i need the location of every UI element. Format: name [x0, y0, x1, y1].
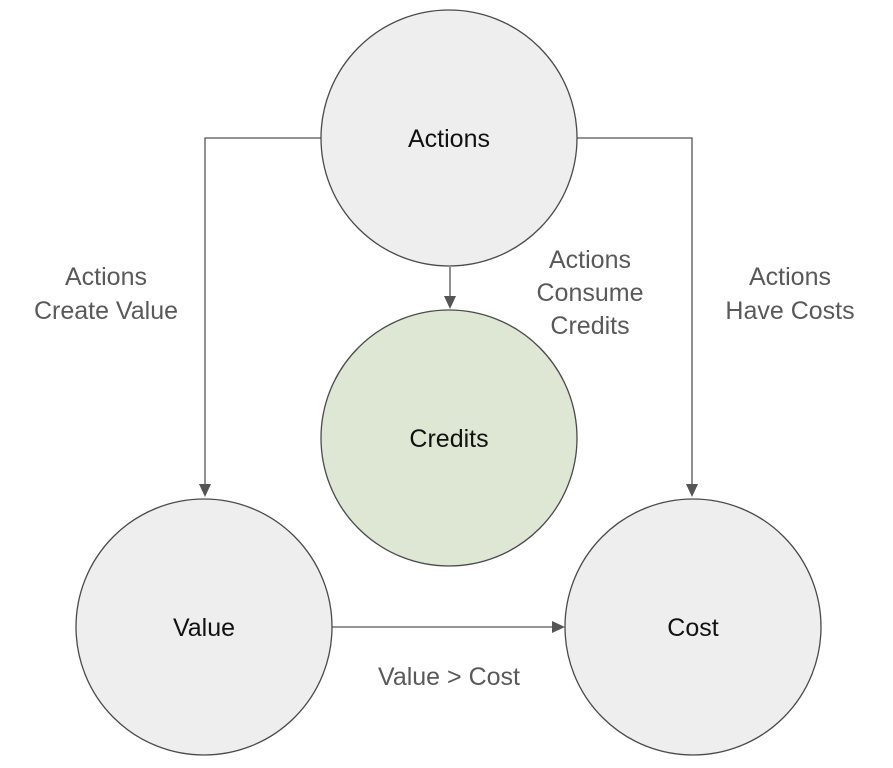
edge-label-line: Actions — [549, 246, 631, 274]
edge-label-line: Actions — [749, 263, 831, 291]
edge-label-value-gt-cost: Value > Cost — [378, 663, 520, 691]
connector-actions-to-cost — [577, 137, 693, 484]
edge-label-consume-credits: Actions Consume Credits — [537, 246, 644, 340]
edge-label-line: Credits — [550, 312, 629, 340]
value-label: Value — [173, 614, 235, 642]
node-cost: Cost — [564, 498, 822, 756]
edge-label-create-value: Actions Create Value — [34, 263, 178, 325]
actions-circle — [320, 9, 578, 267]
edge-label-line: Create Value — [34, 297, 178, 325]
cost-circle — [564, 498, 822, 756]
arrowhead-credits — [444, 296, 456, 309]
edge-label-line: Have Costs — [725, 297, 854, 325]
edge-label-line: Actions — [65, 263, 147, 291]
credits-circle — [320, 309, 578, 567]
edge-label-line: Consume — [537, 279, 644, 307]
arrowhead-cost — [686, 484, 698, 497]
edge-label-have-costs: Actions Have Costs — [725, 263, 854, 325]
node-value: Value — [75, 498, 333, 756]
actions-label: Actions — [408, 125, 490, 153]
connector-actions-to-value — [204, 137, 322, 484]
arrowhead-cost-from-value — [552, 621, 565, 633]
value-circle — [75, 498, 333, 756]
node-actions: Actions — [320, 9, 578, 267]
cost-label: Cost — [667, 614, 718, 642]
node-credits: Credits — [320, 309, 578, 567]
arrowhead-value — [199, 484, 211, 497]
credits-label: Credits — [409, 425, 488, 453]
